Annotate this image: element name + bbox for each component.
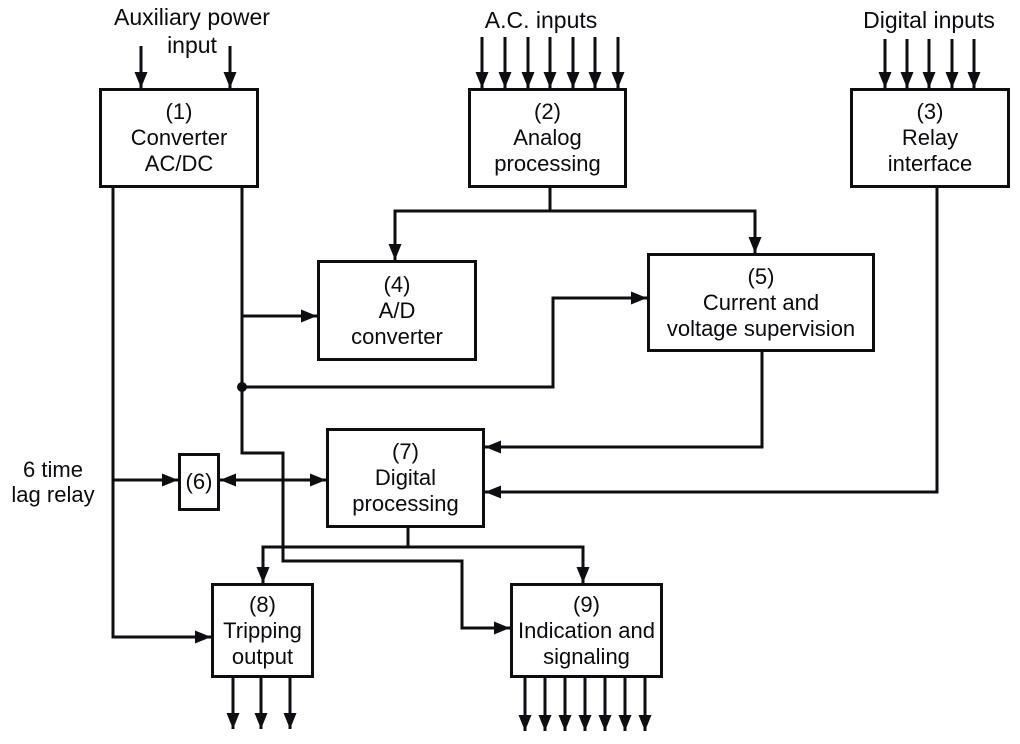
connector-relay-interface-to-digital-processing [485,188,939,499]
connector-analog-to-ad-converter [388,209,550,260]
ac-input-arrows [475,37,625,88]
block-number: (6) [185,469,213,494]
block-number: (4) [383,271,411,297]
block-1-converter-ac-dc: (1) Converter AC/DC [99,88,259,188]
block-number: (2) [534,99,561,124]
label-digital-inputs: Digital inputs [863,7,995,33]
block-label: Analog processing [494,125,601,176]
label-time-lag-relay: 6 time lag relay [11,457,95,507]
block-number: (7) [392,439,419,464]
connector-converter-to-indication [240,188,510,635]
block-6-time-lag-relay: (6) [178,453,220,511]
block-number: (9) [573,591,600,617]
block-label: A/D converter [351,297,443,349]
block-9-indication-signaling: (9) Indication and signaling [510,583,663,678]
block-2-analog-processing: (2) Analog processing [468,88,627,188]
block-label: Tripping output [223,617,302,669]
block-8-tripping-output: (8) Tripping output [211,583,314,678]
block-4-ad-converter: (4) A/D converter [317,260,477,361]
block-number: (3) [916,99,944,124]
connector-converter-to-tripping-output [111,188,211,644]
connector-digital-to-indication [408,545,590,583]
auxiliary-power-input-arrows [134,46,237,88]
connector-digital-to-tripping-output [256,545,408,583]
indication-output-arrows [518,678,652,731]
block-label: Relay interface [887,125,973,176]
label-ac-inputs: A.C. inputs [484,7,598,33]
connector-converter-to-supervision [242,291,647,389]
junction-dot [237,382,247,392]
block-number: (5) [747,263,775,289]
block-number: (8) [249,591,276,617]
digital-input-arrows [878,39,981,88]
block-number: (1) [165,99,193,124]
block-label: Converter AC/DC [130,125,228,176]
block-5-current-voltage-supervision: (5) Current and voltage supervision [647,253,875,352]
block-7-digital-processing: (7) Digital processing [326,428,485,528]
connector-supervision-to-digital-processing [485,352,764,454]
connector-analog-to-supervision [550,209,762,253]
block-label: Indication and signaling [518,617,655,669]
block-3-relay-interface: (3) Relay interface [850,88,1010,188]
block-label: Current and voltage supervision [666,289,856,341]
label-auxiliary-power-input: Auxiliary power input [114,4,270,58]
block-label: Digital processing [352,465,459,516]
tripping-output-arrows [226,678,297,729]
